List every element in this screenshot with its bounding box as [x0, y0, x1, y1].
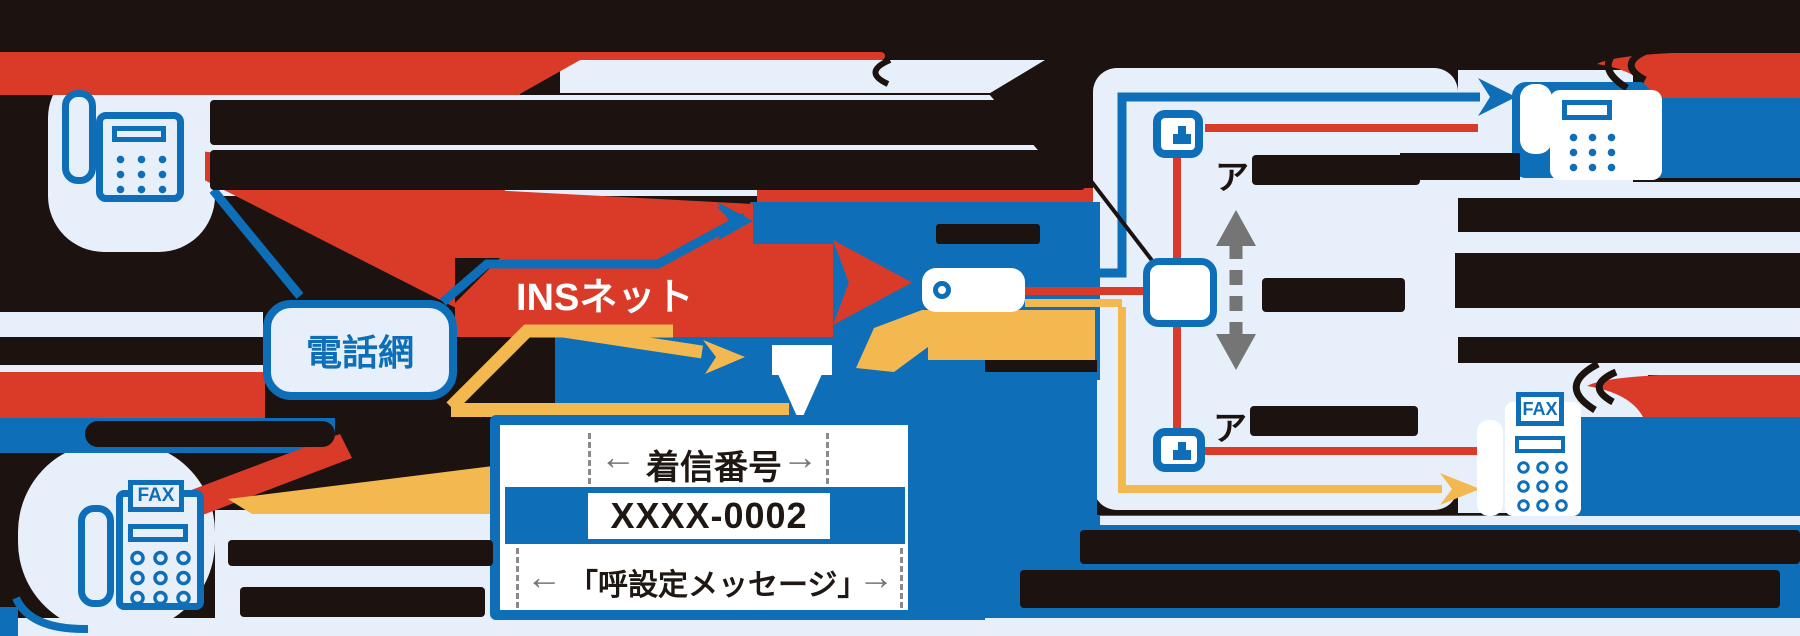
signal-arc-icon [1604, 38, 1632, 91]
ta-box [1143, 258, 1217, 327]
incoming-number-label: 着信番号 [646, 449, 782, 487]
signal-arc-icon [1627, 46, 1650, 84]
left-arrow-icon: ← [600, 436, 636, 477]
yellow-branch [562, 324, 703, 359]
yellow-z-diagonal [446, 324, 534, 412]
incoming-swoosh-fax [1587, 375, 1800, 417]
top-red-line [575, 52, 885, 60]
incoming-number-value: XXXX-0002 [610, 495, 808, 536]
dash-guide [826, 433, 829, 484]
redacted-text-band [985, 360, 1097, 372]
redacted-text-band [240, 587, 485, 617]
right-strip-4 [1648, 363, 1800, 375]
telephone-network-badge: 電話網 [263, 300, 457, 400]
fax-bubble-arc [12, 596, 89, 634]
blue-band-notch-icon [717, 202, 753, 241]
redacted-text-band [1455, 253, 1800, 308]
ins-band-underblue [753, 244, 833, 258]
analog-port1-label: ア [1215, 159, 1249, 197]
analog-port2-icon [1153, 428, 1205, 472]
panel-call-setup-line [1118, 307, 1442, 493]
right-arrow-icon: → [782, 436, 818, 477]
redacted-text-band [1458, 198, 1800, 232]
red-funnel-upper [505, 190, 753, 258]
fax-label-box: FAX [128, 480, 184, 512]
redacted-text-pill [85, 421, 335, 447]
dash-guide [588, 433, 591, 484]
ins-net-band [455, 258, 833, 337]
signal-arc-icon [1595, 368, 1618, 406]
incoming-swoosh-phone [1597, 53, 1800, 98]
left-red-band [0, 372, 265, 418]
bottom-strip [0, 618, 1800, 636]
blue-arrowhead-phone-icon [1478, 78, 1516, 116]
dash-guide [900, 548, 903, 608]
dash-guide [516, 548, 519, 608]
redacted-text-band [936, 224, 1040, 244]
fax-label-box-right: FAX [1516, 392, 1564, 426]
distance-arrow-down-icon [1216, 334, 1256, 370]
ins-net-label: INSネット [516, 277, 694, 319]
call-setup-thick-band [928, 310, 1095, 360]
redacted-text-pill [1513, 337, 1800, 363]
left-edge-blue-sliver [0, 607, 18, 636]
call-setup-message-label: 「呼設定メッセージ」 [568, 569, 868, 602]
redacted-text-band [1400, 153, 1520, 180]
network-to-ins-line [440, 213, 748, 306]
analog-port1-icon [1153, 110, 1203, 158]
right-strip-3 [1458, 308, 1800, 337]
telephone-network-label: 電話網 [305, 332, 414, 373]
red-diagonal-strip [186, 434, 352, 516]
fax-label: FAX [137, 485, 175, 506]
balloon-tail [772, 345, 832, 375]
redacted-text-band [210, 150, 1085, 190]
dsu-indicator-icon [933, 281, 951, 299]
yellow-wide-diagonal [228, 466, 493, 514]
panel-digital-line [1098, 92, 1480, 278]
analog-port2-label: ア [1213, 410, 1247, 448]
right-strip-2 [1458, 232, 1800, 253]
redacted-text-band [1252, 155, 1420, 185]
balloon-tail-tip [778, 374, 822, 423]
yellow-arrowhead-fax-icon [1440, 473, 1480, 505]
number-box: XXXX-0002 [588, 493, 830, 539]
signal-arc-icon [872, 57, 892, 87]
top-red-stripe [0, 52, 520, 95]
blue-block-mid [985, 380, 1097, 515]
left-strip-1 [0, 312, 263, 337]
redacted-text-band [1080, 530, 1800, 564]
redacted-text-band [1020, 570, 1780, 608]
bottom-lb-strip [1100, 516, 1800, 525]
left-arrow-icon: ← [526, 556, 562, 597]
left-strip-2 [0, 365, 263, 372]
redacted-text-band [1250, 406, 1418, 436]
phone-to-network-line [209, 187, 304, 299]
fax-label-right: FAX [1522, 398, 1558, 419]
redacted-text-band [210, 100, 1085, 145]
distance-arrow-up-icon [1216, 210, 1256, 246]
redacted-text-band [1262, 278, 1405, 312]
fax-blue-band [1565, 417, 1800, 517]
right-arrow-icon: → [858, 556, 894, 597]
redacted-text-band [228, 540, 493, 566]
right-strip-1 [1458, 182, 1800, 198]
text-backing-topstrip [560, 60, 1045, 93]
redacted-text-band [0, 337, 262, 365]
yellow-arrowhead-balloon-icon [703, 340, 745, 374]
red-top-border-line [757, 188, 1093, 202]
signal-arc-icon [1572, 360, 1600, 413]
yellow-up-arrow-icon [856, 310, 948, 372]
